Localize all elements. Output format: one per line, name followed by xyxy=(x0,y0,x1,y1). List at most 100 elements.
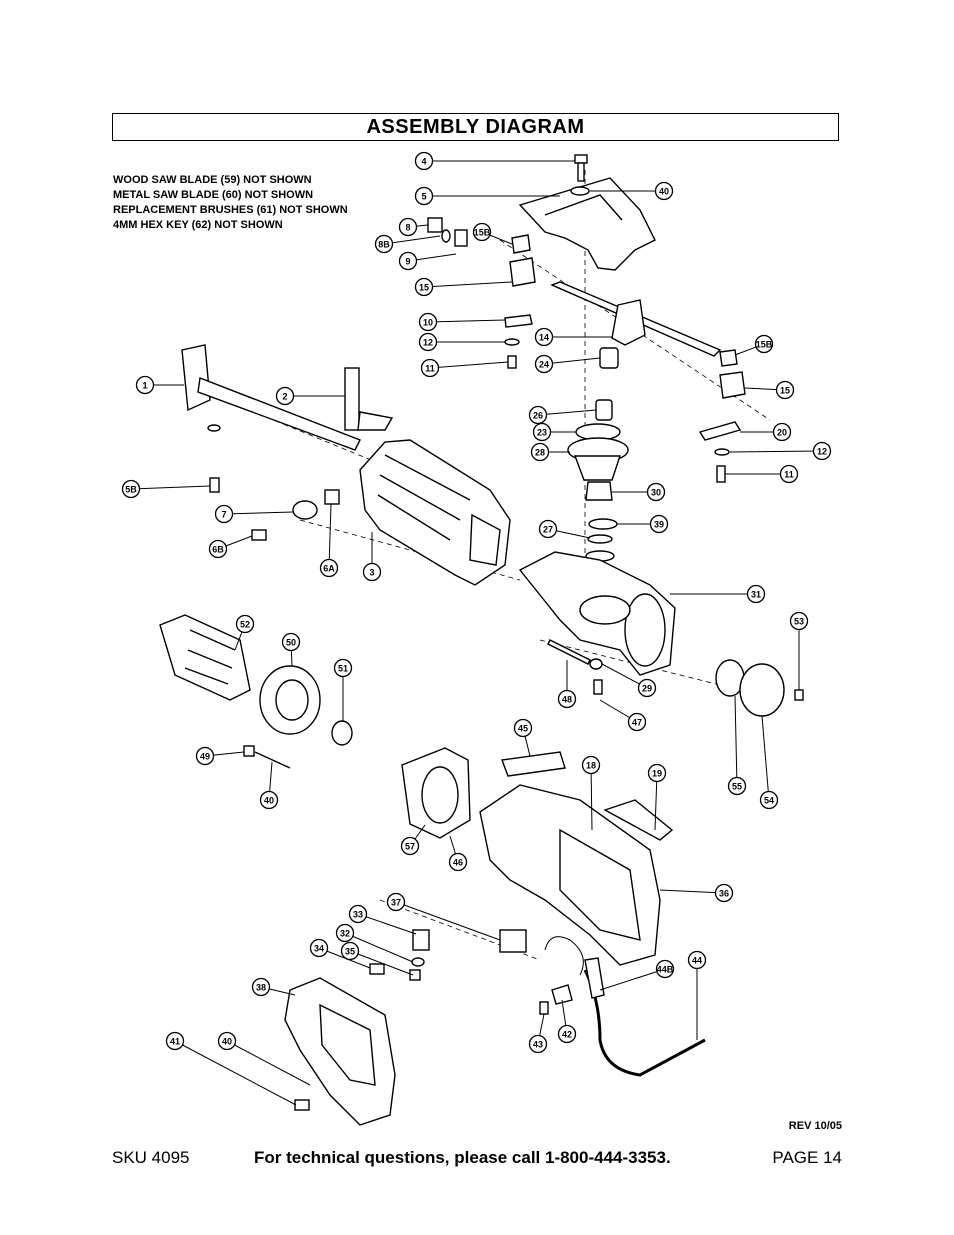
leader-line xyxy=(349,950,414,976)
bearing-part xyxy=(599,347,619,369)
front-housing-part xyxy=(359,439,511,586)
leader-line xyxy=(599,968,666,991)
leader-line xyxy=(537,409,597,416)
knob-part xyxy=(292,500,318,520)
callout-number: 38 xyxy=(256,983,266,993)
screw-part xyxy=(716,465,726,483)
washer-part xyxy=(588,518,618,530)
callout-number: 19 xyxy=(652,769,662,779)
callout-number: 11 xyxy=(425,364,435,374)
leader-line xyxy=(130,485,211,490)
part-callout: 34 xyxy=(309,938,329,958)
callout-number: 34 xyxy=(314,944,324,954)
part-callout: 47 xyxy=(627,712,647,732)
part-callout: 38 xyxy=(251,977,271,997)
part-callout: 35 xyxy=(340,941,360,961)
screw-part xyxy=(243,745,255,757)
callout-number: 42 xyxy=(562,1030,572,1040)
part-callout: 5 xyxy=(414,186,434,206)
notes-list: WOOD SAW BLADE (59) NOT SHOWN METAL SAW … xyxy=(113,173,348,233)
part-callout: 40 xyxy=(259,790,279,810)
support-phone-text: For technical questions, please call 1-8… xyxy=(254,1148,671,1167)
callout-number: 8 xyxy=(405,223,410,233)
callout-number: 45 xyxy=(518,724,528,734)
part-callout: 14 xyxy=(534,327,554,347)
leader-line xyxy=(174,1040,297,1106)
screw-part xyxy=(251,529,267,541)
part-callout: 23 xyxy=(532,422,552,442)
plate-part xyxy=(698,421,742,441)
bearing-part xyxy=(595,399,613,421)
leader-line xyxy=(395,901,501,941)
part-callout: 6B xyxy=(208,539,228,559)
washer-part xyxy=(207,424,221,432)
part-callout: 20 xyxy=(772,422,792,442)
note-item: METAL SAW BLADE (60) NOT SHOWN xyxy=(113,189,314,201)
washer-part xyxy=(587,534,613,544)
callout-number: 24 xyxy=(539,360,549,370)
part-callout: 51 xyxy=(333,658,353,678)
screw-part xyxy=(294,1099,310,1111)
switch-part xyxy=(412,929,430,951)
bolt-part xyxy=(547,639,591,665)
screw-part xyxy=(209,477,220,493)
part-callout: 4 xyxy=(414,151,434,171)
callout-number: 55 xyxy=(732,782,742,792)
gear-housing-part xyxy=(518,551,676,676)
callout-number: 3 xyxy=(369,568,374,578)
callout-number: 29 xyxy=(642,684,652,694)
washer-part xyxy=(714,448,730,456)
part-callout: 52 xyxy=(235,614,255,634)
part-callout: 41 xyxy=(165,1031,185,1051)
note-item: WOOD SAW BLADE (59) NOT SHOWN xyxy=(113,174,312,186)
callout-number: 39 xyxy=(654,520,664,530)
callout-number: 49 xyxy=(200,752,210,762)
screw-part xyxy=(539,1001,549,1015)
leader-line xyxy=(427,319,506,323)
part-callout: 55 xyxy=(727,776,747,796)
shoe-part xyxy=(181,344,361,451)
washer-part xyxy=(441,229,451,243)
washer-part xyxy=(589,658,603,670)
block-part xyxy=(719,371,746,399)
leader-line xyxy=(383,235,441,245)
part-callout: 15 xyxy=(775,380,795,400)
part-callout: 8B xyxy=(374,234,394,254)
leader-line xyxy=(659,889,725,894)
part-callout: 36 xyxy=(714,883,734,903)
armature-part xyxy=(159,614,251,701)
callout-number: 57 xyxy=(405,842,415,852)
field-part xyxy=(401,747,471,839)
callout-number: 15 xyxy=(419,283,429,293)
plate-part xyxy=(427,217,443,233)
part-callout: 15 xyxy=(414,277,434,297)
leader-line xyxy=(543,357,601,365)
part-callout: 1 xyxy=(135,375,155,395)
part-callout: 48 xyxy=(557,689,577,709)
baffle-part xyxy=(275,679,309,721)
callout-number: 32 xyxy=(340,929,350,939)
callout-number: 15B xyxy=(474,228,491,238)
part-callout: 29 xyxy=(637,678,657,698)
part-callout: 54 xyxy=(759,790,779,810)
wire-part xyxy=(544,936,584,976)
callout-number: 15 xyxy=(780,386,790,396)
part-callout: 33 xyxy=(348,904,368,924)
blade-clamp-part xyxy=(344,367,394,431)
part-callout: 3 xyxy=(362,562,382,582)
block-part xyxy=(509,257,536,287)
part-callout: 18 xyxy=(581,755,601,775)
part-callout: 53 xyxy=(789,611,809,631)
note-item: REPLACEMENT BRUSHES (61) NOT SHOWN xyxy=(113,204,348,216)
callout-number: 28 xyxy=(535,448,545,458)
callout-number: 5 xyxy=(421,192,426,202)
part-callout: 12 xyxy=(812,441,832,461)
handle-part xyxy=(284,977,396,1126)
part-callout: 30 xyxy=(646,482,666,502)
callout-number: 2 xyxy=(282,392,287,402)
callout-number: 44B xyxy=(657,965,674,975)
callout-number: 41 xyxy=(170,1037,180,1047)
screw-part xyxy=(369,963,385,975)
callout-number: 40 xyxy=(222,1037,232,1047)
